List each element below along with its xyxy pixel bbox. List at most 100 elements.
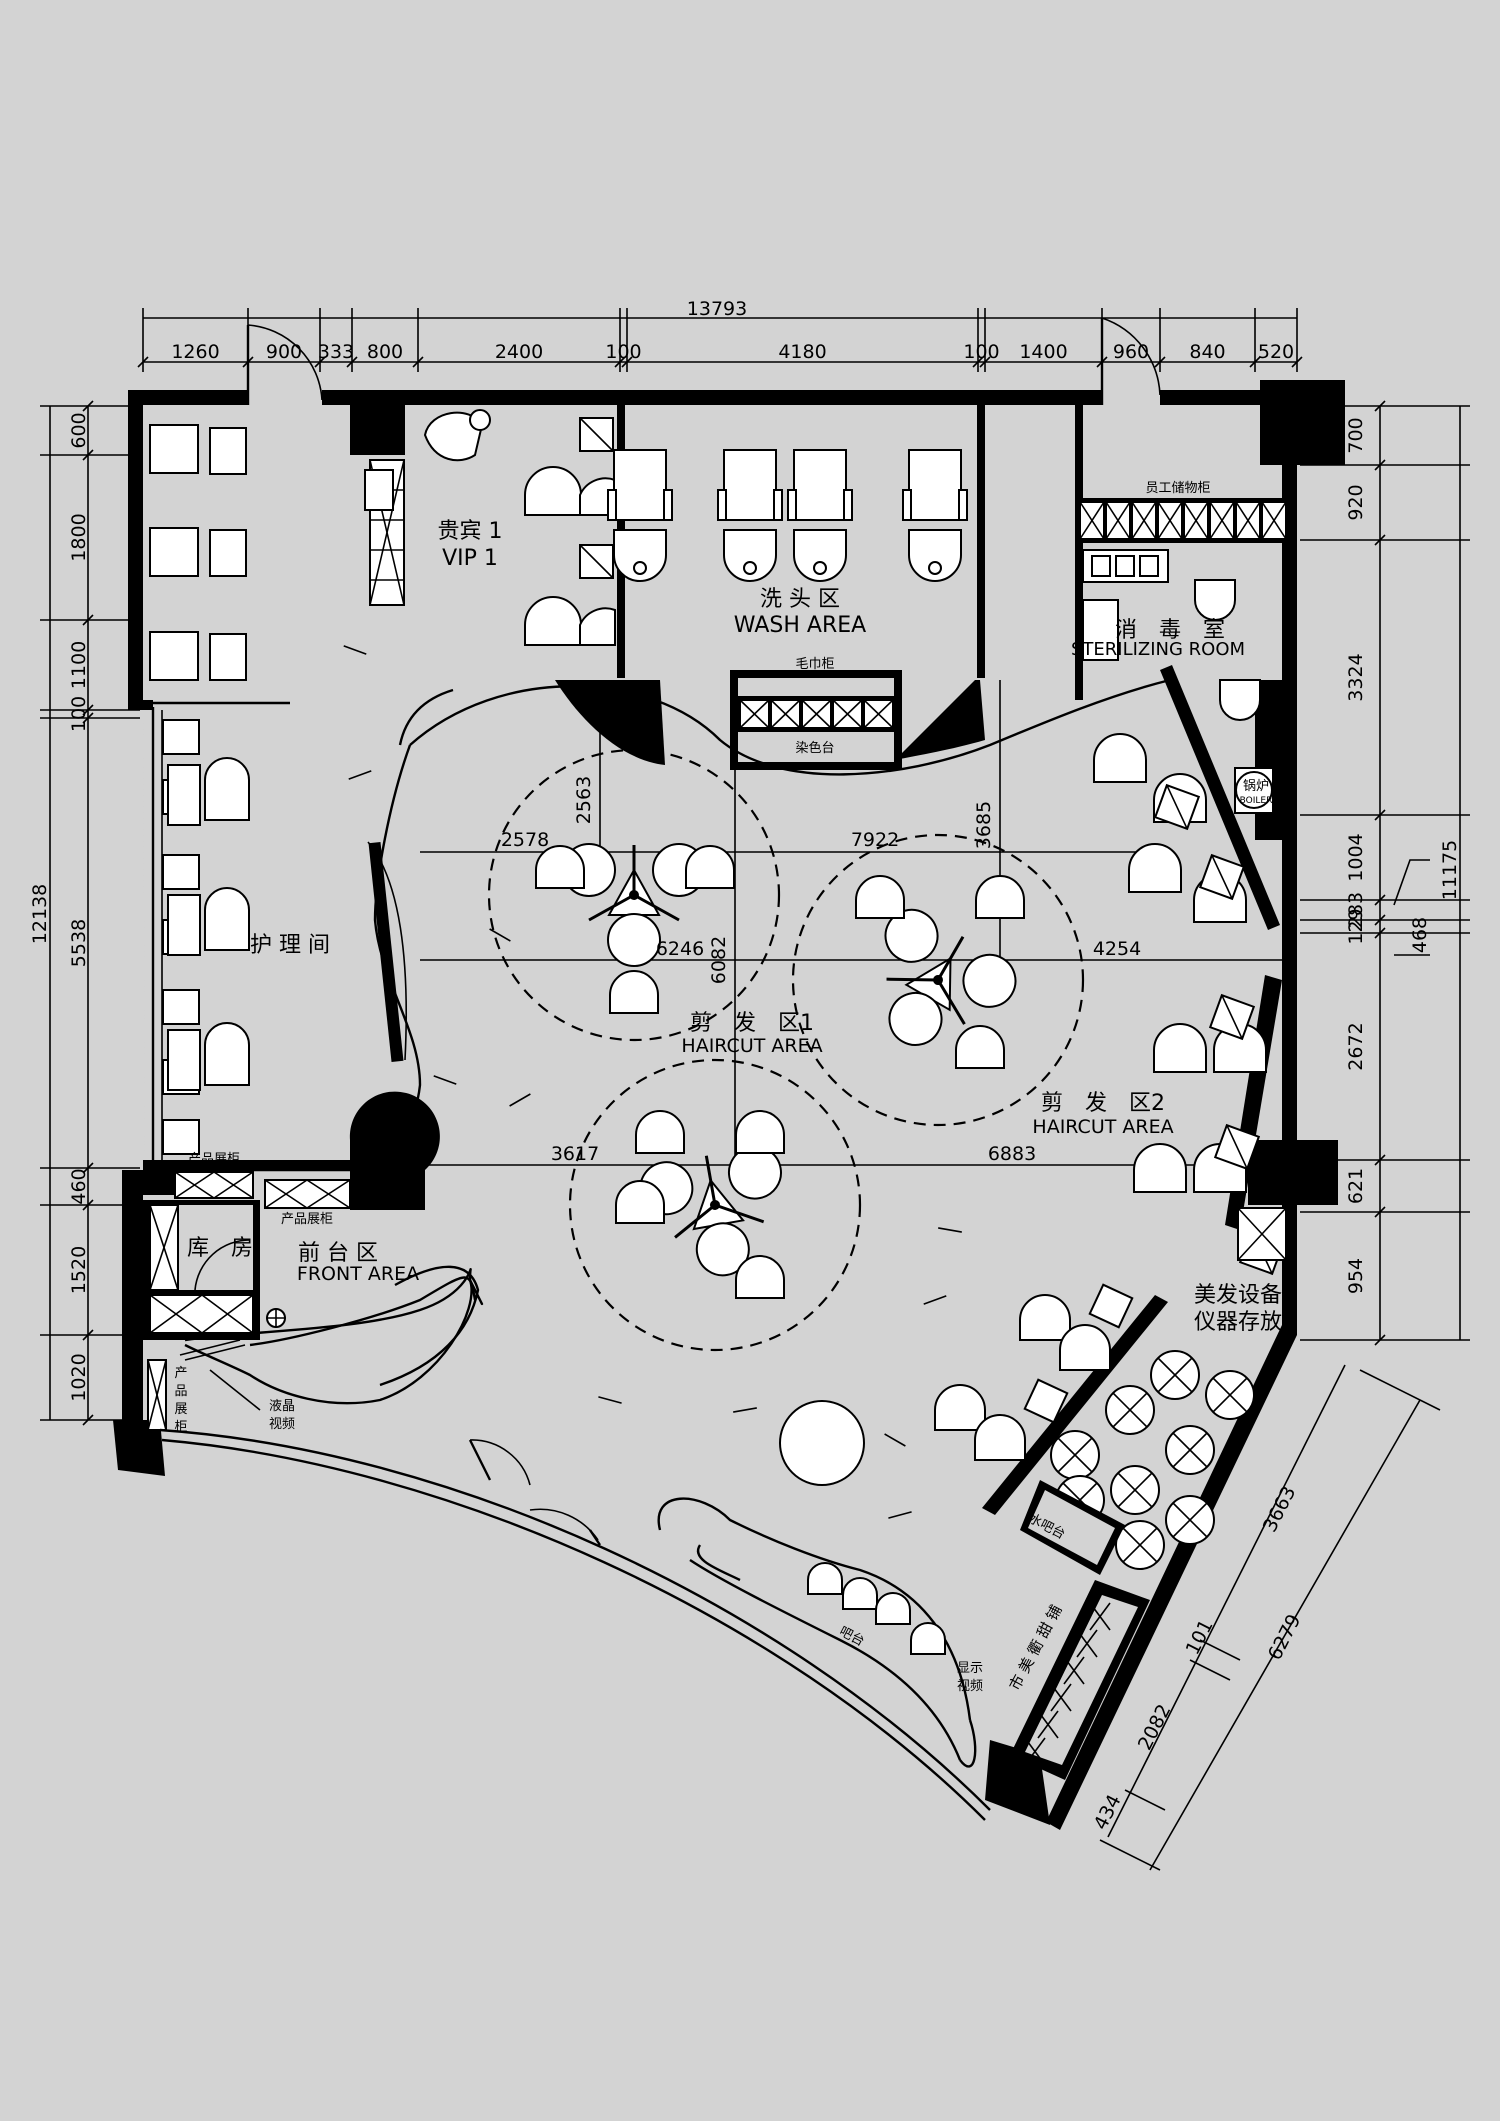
lower-right-chair [934,1384,986,1431]
dim-right-segment: 2672 [1345,1022,1367,1070]
dim-right-segment: 700 [1345,417,1367,453]
haircut2-label-cn: 剪 发 区2 [1041,1091,1165,1116]
dim-top-segment: 100 [963,341,999,363]
equipment-storage [982,1295,1255,1570]
dim-top-segment: 800 [367,341,403,363]
storage-room [142,1200,260,1431]
care-side-table [162,989,200,1025]
dim-left-segment: 5538 [68,919,90,967]
bar-stool [807,1562,843,1595]
dim-top-segment: 840 [1189,341,1225,363]
dim-interior: 3617 [551,1143,599,1165]
lower-right-chair [974,1414,1026,1461]
dim-left-segment: 100 [68,696,90,732]
floor-area [143,400,1290,1825]
care-room-seats [161,710,250,1160]
curved-facade [159,1428,991,1821]
dim-top-segment: 900 [266,341,302,363]
equipment-label-1: 美发设备 [1194,1283,1282,1308]
display-video-label-1: 显示 [957,1661,983,1676]
waiting-sofa-column [149,424,247,681]
care-room-label: 护 理 间 [250,933,330,958]
product-cabinet-label-3a: 产 [174,1366,187,1381]
staff-cabinet-label: 员工储物柜 [1145,481,1210,496]
haircut-circle-3 [568,1058,862,1352]
boiler [1234,767,1274,814]
dye-table-label: 染色台 [795,740,834,756]
dim-right-segment: 954 [1345,1258,1367,1294]
exterior-walls [113,380,1345,1830]
haircut2-label-en: HAIRCUT AREA [1032,1116,1173,1138]
sterilizing-label-cn: 消 毒 室 [1115,618,1225,643]
vip-label-cn: 贵宾 1 [438,519,503,544]
product-cabinets [174,1171,351,1209]
boiler-label-cn: 锅炉 [1243,778,1269,794]
wash-chair [607,449,673,582]
dim-right-segment: 129 [1345,908,1367,944]
product-cabinet-label-3c: 展 [174,1402,187,1417]
product-cabinet-label-1: 产品展柜 [188,1152,240,1167]
floor-dash [884,1433,906,1447]
dim-right-segment: 920 [1345,484,1367,520]
dim-interior: 2563 [573,776,595,824]
haircut-chair [735,1110,785,1154]
mirror-station-table [1153,783,1201,831]
floor-dash [888,1511,912,1519]
haircut-stations [535,843,1025,1299]
haircut-chair [615,1180,665,1224]
dim-top-segment: 100 [605,341,641,363]
mirror-station-chair [1093,733,1147,783]
product-cabinet-label-2: 产品展柜 [281,1212,333,1227]
dim-right-segment: 3324 [1345,653,1367,701]
dim-left-segment: 1100 [68,641,90,689]
dim-interior: 6082 [708,936,730,984]
vip-label-en: VIP 1 [442,546,498,571]
haircut-chair [735,1255,785,1299]
lcd-video-label-2: 视频 [269,1417,295,1432]
floor-dash [923,1295,947,1305]
dim-interior: 3685 [973,801,995,849]
equipment-label-2: 仪器存放 [1194,1310,1282,1335]
equipment-unit [1165,1495,1215,1545]
dim-left-total: 12138 [29,884,51,944]
front-reception-desk [179,1265,484,1411]
bar-stool [842,1577,878,1610]
floor-pattern-dashes [343,645,962,1519]
haircut-chair [955,1025,1005,1069]
boutique-cabinet [1010,1580,1150,1780]
dim-top-segment: 4180 [778,341,826,363]
floor-dash [433,1075,457,1085]
floor-dash [733,1407,757,1413]
dim-diagonal-2082: 2082 [1134,1701,1176,1754]
dim-diagonal-6279: 6279 [1264,1611,1306,1664]
haircut-chair [685,845,735,889]
dim-right-segment: 621 [1345,1168,1367,1204]
towel-dye-cabinet [730,670,902,770]
top-dimension-lines [137,308,1303,372]
equipment-unit [1105,1385,1155,1435]
floor-dash [348,770,372,780]
lower-right-stations [934,1283,1134,1461]
storage-label: 库 房 [187,1236,253,1261]
care-chair [167,887,250,956]
bar-stool [875,1592,911,1625]
dim-left-segment: 1020 [68,1353,90,1401]
dim-left-segment: 1520 [68,1246,90,1294]
haircut-station [639,1145,782,1277]
haircut-chair [855,875,905,919]
towel-cabinet-label: 毛巾柜 [795,657,834,672]
lcd-video-label-1: 液晶 [269,1399,295,1414]
care-side-table [162,719,200,755]
diagonal-dimension-lines [1099,1364,1441,1871]
vip-shelf [364,459,405,606]
wash-label-cn: 洗 头 区 [760,587,840,612]
dim-interior: 6883 [988,1143,1036,1165]
dim-top-segment: 2400 [495,341,543,363]
dim-top-segment: 1400 [1019,341,1067,363]
dim-top-total: 13793 [687,298,747,320]
